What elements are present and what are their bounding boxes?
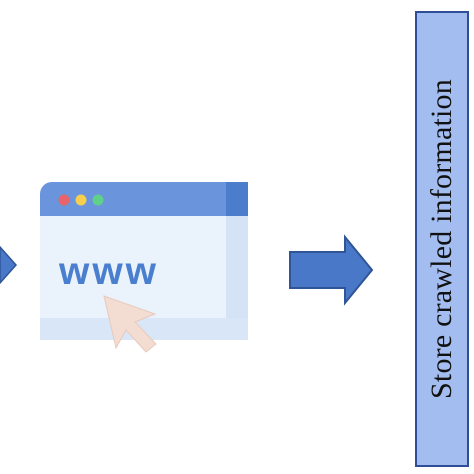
browser-title-bar-right xyxy=(226,182,248,216)
flow-arrow xyxy=(289,234,374,306)
browser-window xyxy=(40,182,248,340)
cursor-icon xyxy=(103,295,157,353)
yellow-dot-icon xyxy=(75,194,87,206)
browser-body-right-shade xyxy=(226,216,248,328)
green-dot-icon xyxy=(92,194,104,206)
browser-bottom-shade xyxy=(40,318,248,340)
browser-title-bar xyxy=(40,182,248,216)
browser-www-icon: www xyxy=(40,182,248,353)
incoming-arrow xyxy=(0,245,18,285)
red-dot-icon xyxy=(58,194,70,206)
store-crawled-information-box xyxy=(415,11,469,467)
www-label: www xyxy=(58,250,159,293)
